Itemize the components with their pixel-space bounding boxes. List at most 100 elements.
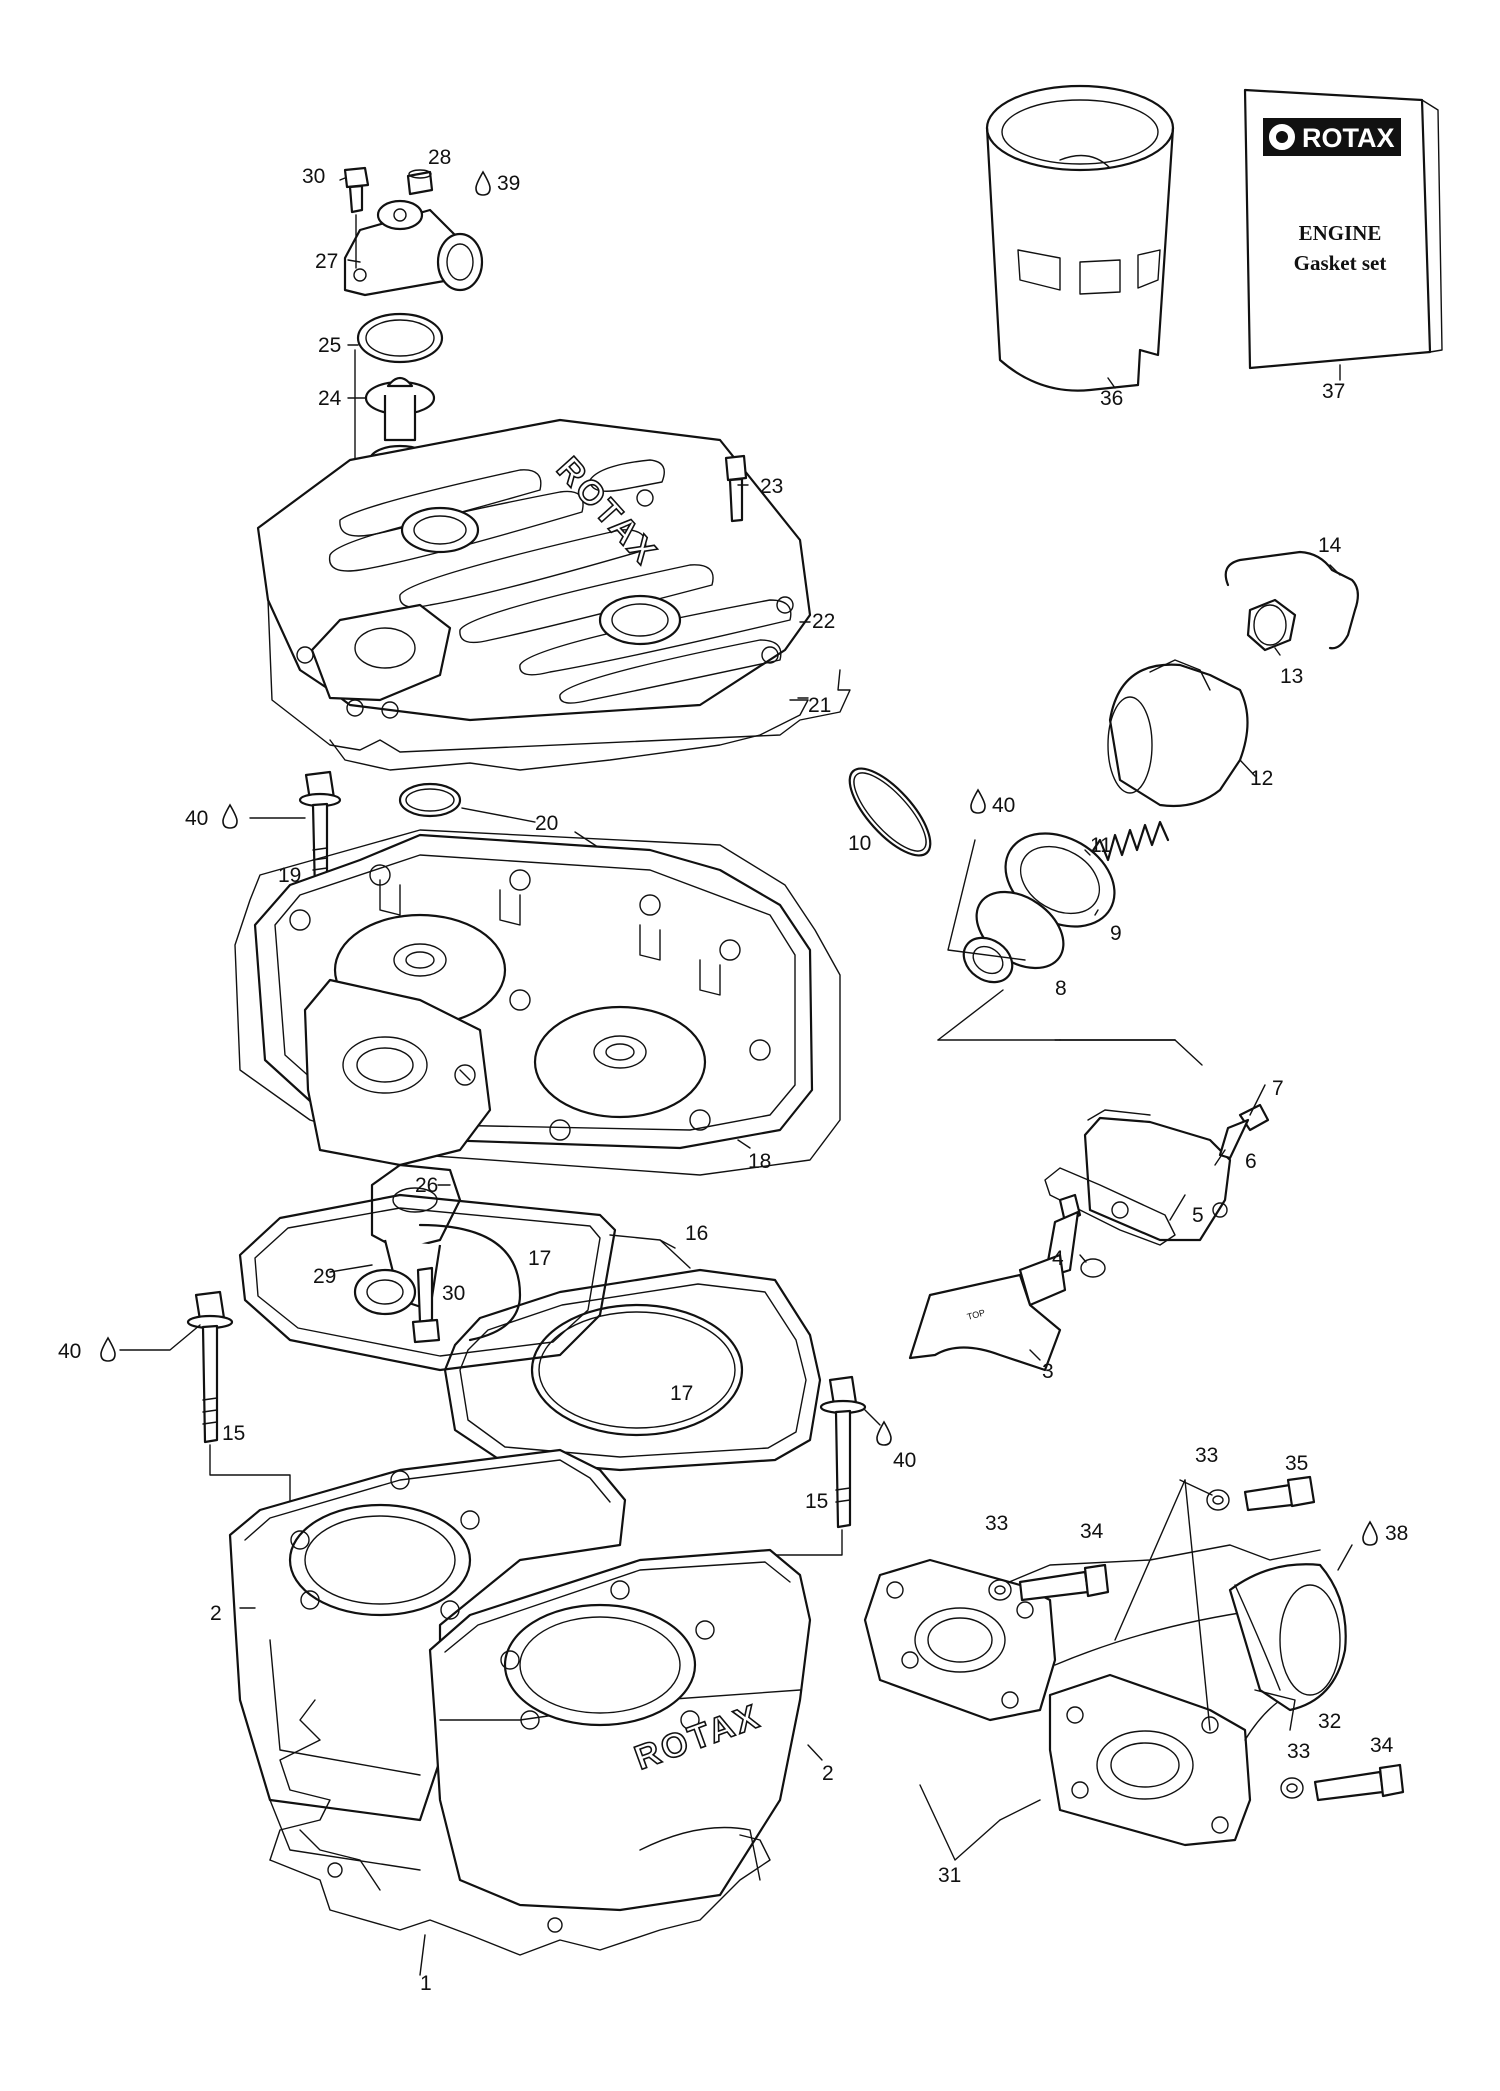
callout-40-b: 40	[992, 794, 1015, 817]
o-ring-17b	[530, 1303, 744, 1437]
callout-21: 21	[808, 694, 831, 717]
piston-top-mark: TOP	[966, 1308, 986, 1322]
o-ring-17a	[418, 1223, 522, 1342]
oil-drop-40-c	[100, 1336, 116, 1362]
cylinder-left	[228, 1448, 627, 1871]
callout-27: 27	[315, 250, 338, 273]
callout-5: 5	[1192, 1204, 1204, 1227]
callout-10: 10	[848, 832, 871, 855]
callout-9: 9	[1110, 922, 1122, 945]
callout-15-right: 15	[805, 1490, 828, 1513]
callout-1: 1	[420, 1972, 432, 1995]
spring-clip-14	[1224, 550, 1359, 650]
callout-39: 39	[497, 172, 520, 195]
screw-34-b	[1313, 1763, 1405, 1802]
cylinder-head-18	[234, 829, 841, 1176]
cylinder-sleeve	[985, 84, 1175, 392]
oil-drop-39	[475, 170, 491, 196]
callout-2-left: 2	[210, 1602, 222, 1625]
spring-11	[1088, 820, 1170, 862]
book-brand: ROTAX	[1302, 123, 1395, 153]
callout-33-b: 33	[1195, 1444, 1218, 1467]
bolt-30-top	[343, 166, 370, 269]
screw-7	[1218, 1103, 1270, 1160]
head-cover-22: ROTAX	[256, 418, 851, 753]
base-gasket-1	[269, 1699, 771, 1956]
callout-29: 29	[313, 1265, 336, 1288]
leader-lines	[239, 177, 1341, 1761]
bolt-30-bottom	[411, 1266, 441, 1344]
callout-34-b: 34	[1370, 1734, 1394, 1757]
washer-33-c	[1280, 1777, 1304, 1799]
callout-labels: 1 2 2 3 4 5 6 7 8 9 10 11 12 13 14 15 15…	[58, 146, 1408, 1995]
callout-38: 38	[1385, 1522, 1408, 1545]
callout-30-bottom: 30	[442, 1282, 465, 1305]
screw-34-a	[1018, 1563, 1110, 1602]
nut-13	[1246, 598, 1297, 652]
callout-31: 31	[938, 1864, 961, 1887]
washer-33-b	[1206, 1489, 1230, 1511]
callout-40-d: 40	[893, 1449, 916, 1472]
exhaust-manifold	[863, 1544, 1347, 1847]
callout-24: 24	[318, 387, 342, 410]
head-gasket-16a	[238, 1193, 617, 1372]
head-gasket-16b	[443, 1268, 822, 1472]
bolt-15-right	[819, 1375, 867, 1529]
o-ring-10	[848, 767, 932, 857]
callout-28: 28	[428, 146, 451, 169]
callout-22: 22	[812, 610, 835, 633]
callout-7: 7	[1272, 1077, 1284, 1100]
book-title-line2: Gasket set	[1294, 251, 1387, 275]
callout-23: 23	[760, 475, 783, 498]
o-ring-25	[356, 312, 444, 364]
callout-35: 35	[1285, 1452, 1308, 1475]
callout-37: 37	[1322, 380, 1345, 403]
oil-drop-38	[1362, 1520, 1378, 1546]
callout-17-upper: 17	[528, 1247, 551, 1270]
callout-18: 18	[748, 1150, 771, 1173]
callout-13: 13	[1280, 665, 1303, 688]
screw-23	[724, 454, 748, 523]
callout-20: 20	[535, 812, 558, 835]
oil-drop-40-b	[970, 788, 986, 814]
callout-40-a: 40	[185, 807, 208, 830]
callout-33-a: 33	[985, 1512, 1008, 1535]
callout-33-c: 33	[1287, 1740, 1310, 1763]
washer-4	[1080, 1258, 1106, 1278]
cylinder-right: ROTAX	[428, 1548, 812, 1912]
head-cover-gasket-21	[329, 699, 809, 771]
callout-6: 6	[1245, 1150, 1257, 1173]
washer-33-a	[988, 1579, 1012, 1601]
valve-3: TOP	[908, 1193, 1082, 1372]
plug-28	[406, 169, 434, 196]
callout-11: 11	[1090, 834, 1112, 857]
valve-cover-12	[1107, 659, 1249, 808]
callout-15-left: 15	[222, 1422, 245, 1445]
cup-8	[962, 890, 1065, 984]
book-title-line1: ENGINE	[1299, 221, 1382, 245]
callout-25: 25	[318, 334, 341, 357]
oil-drop-40-d	[876, 1420, 892, 1446]
valve-housing-6	[1083, 1109, 1232, 1242]
callout-30-top: 30	[302, 165, 325, 188]
callout-3: 3	[1042, 1360, 1054, 1383]
callout-2-right: 2	[822, 1762, 834, 1785]
callout-8: 8	[1055, 977, 1067, 1000]
callout-16: 16	[685, 1222, 708, 1245]
callout-32: 32	[1318, 1710, 1341, 1733]
callout-26: 26	[415, 1174, 438, 1197]
bolt-15-left	[186, 1290, 234, 1444]
oil-drop-40-a	[222, 803, 238, 829]
screw-35	[1243, 1475, 1316, 1512]
callout-34-a: 34	[1080, 1520, 1104, 1543]
thermostat-housing	[343, 199, 484, 297]
callout-4: 4	[1052, 1247, 1064, 1270]
callout-17-lower: 17	[670, 1382, 693, 1405]
callout-12: 12	[1250, 767, 1273, 790]
callout-19: 19	[278, 864, 301, 887]
callout-14: 14	[1318, 534, 1342, 557]
gasket-set-book: ROTAX ENGINE Gasket set	[1243, 88, 1443, 370]
callout-40-c: 40	[58, 1340, 81, 1363]
callout-36: 36	[1100, 387, 1123, 410]
